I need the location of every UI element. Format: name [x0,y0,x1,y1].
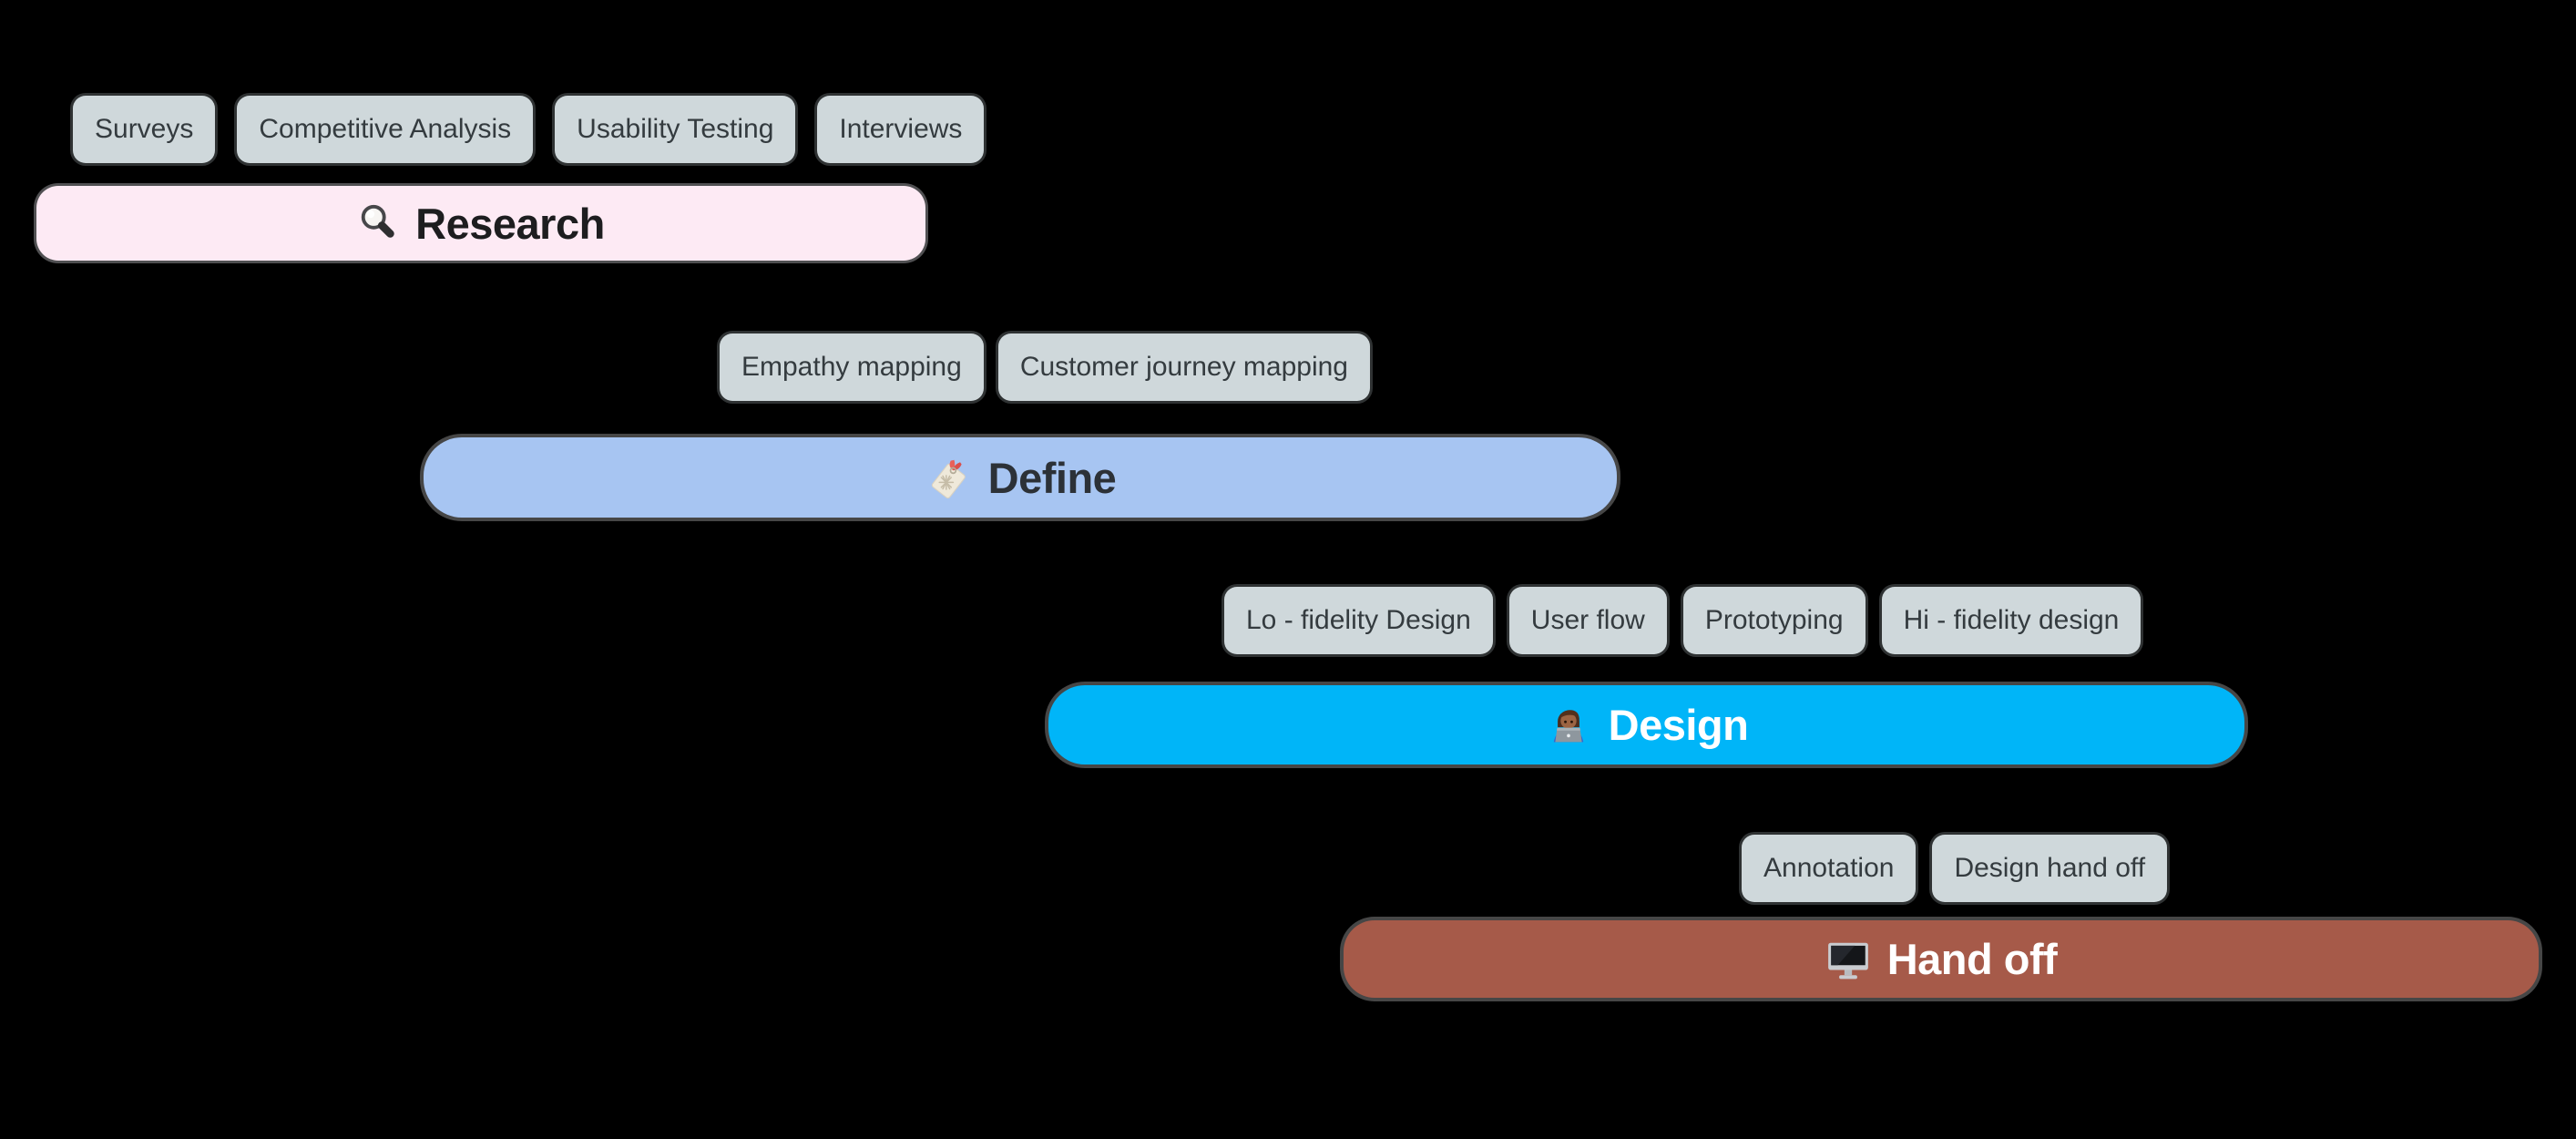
tag-design-hand-off[interactable]: Design hand off [1932,835,2168,902]
tag-competitive-analysis[interactable]: Competitive Analysis [237,96,534,163]
tag-lo-fidelity-design[interactable]: Lo - fidelity Design [1224,587,1493,654]
design-tags-row: Lo - fidelity Design User flow Prototypi… [1224,587,2142,654]
tag-annotation[interactable]: Annotation [1742,835,1917,902]
design-phase-label: Design [1608,701,1749,749]
define-tags-row: Empathy mapping Customer journey mapping [720,333,1370,401]
tag-user-flow[interactable]: User flow [1508,587,1667,654]
research-phase-bar[interactable]: Research [36,186,925,261]
magnifier-icon [357,202,399,244]
design-phase-bar[interactable]: Design [1048,685,2244,764]
technologist-icon [1545,702,1592,749]
handoff-tags-row: Annotation Design hand off [1742,835,2168,902]
tag-interviews[interactable]: Interviews [817,96,985,163]
tag-customer-journey-mapping[interactable]: Customer journey mapping [997,333,1370,401]
tag-prototyping[interactable]: Prototyping [1682,587,1866,654]
handoff-phase-bar[interactable]: Hand off [1344,920,2539,998]
research-tags-row: Surveys Competitive Analysis Usability T… [73,96,985,163]
handoff-phase-label: Hand off [1886,935,2058,983]
research-phase-label: Research [415,199,605,248]
tag-empathy-mapping[interactable]: Empathy mapping [720,333,984,401]
define-phase-label: Define [987,453,1117,502]
tag-hi-fidelity-design[interactable]: Hi - fidelity design [1881,587,2142,654]
tag-surveys[interactable]: Surveys [73,96,216,163]
monitor-icon [1825,937,1871,982]
bookmark-icon [925,454,972,501]
define-phase-bar[interactable]: Define [424,437,1617,518]
tag-usability-testing[interactable]: Usability Testing [555,96,796,163]
